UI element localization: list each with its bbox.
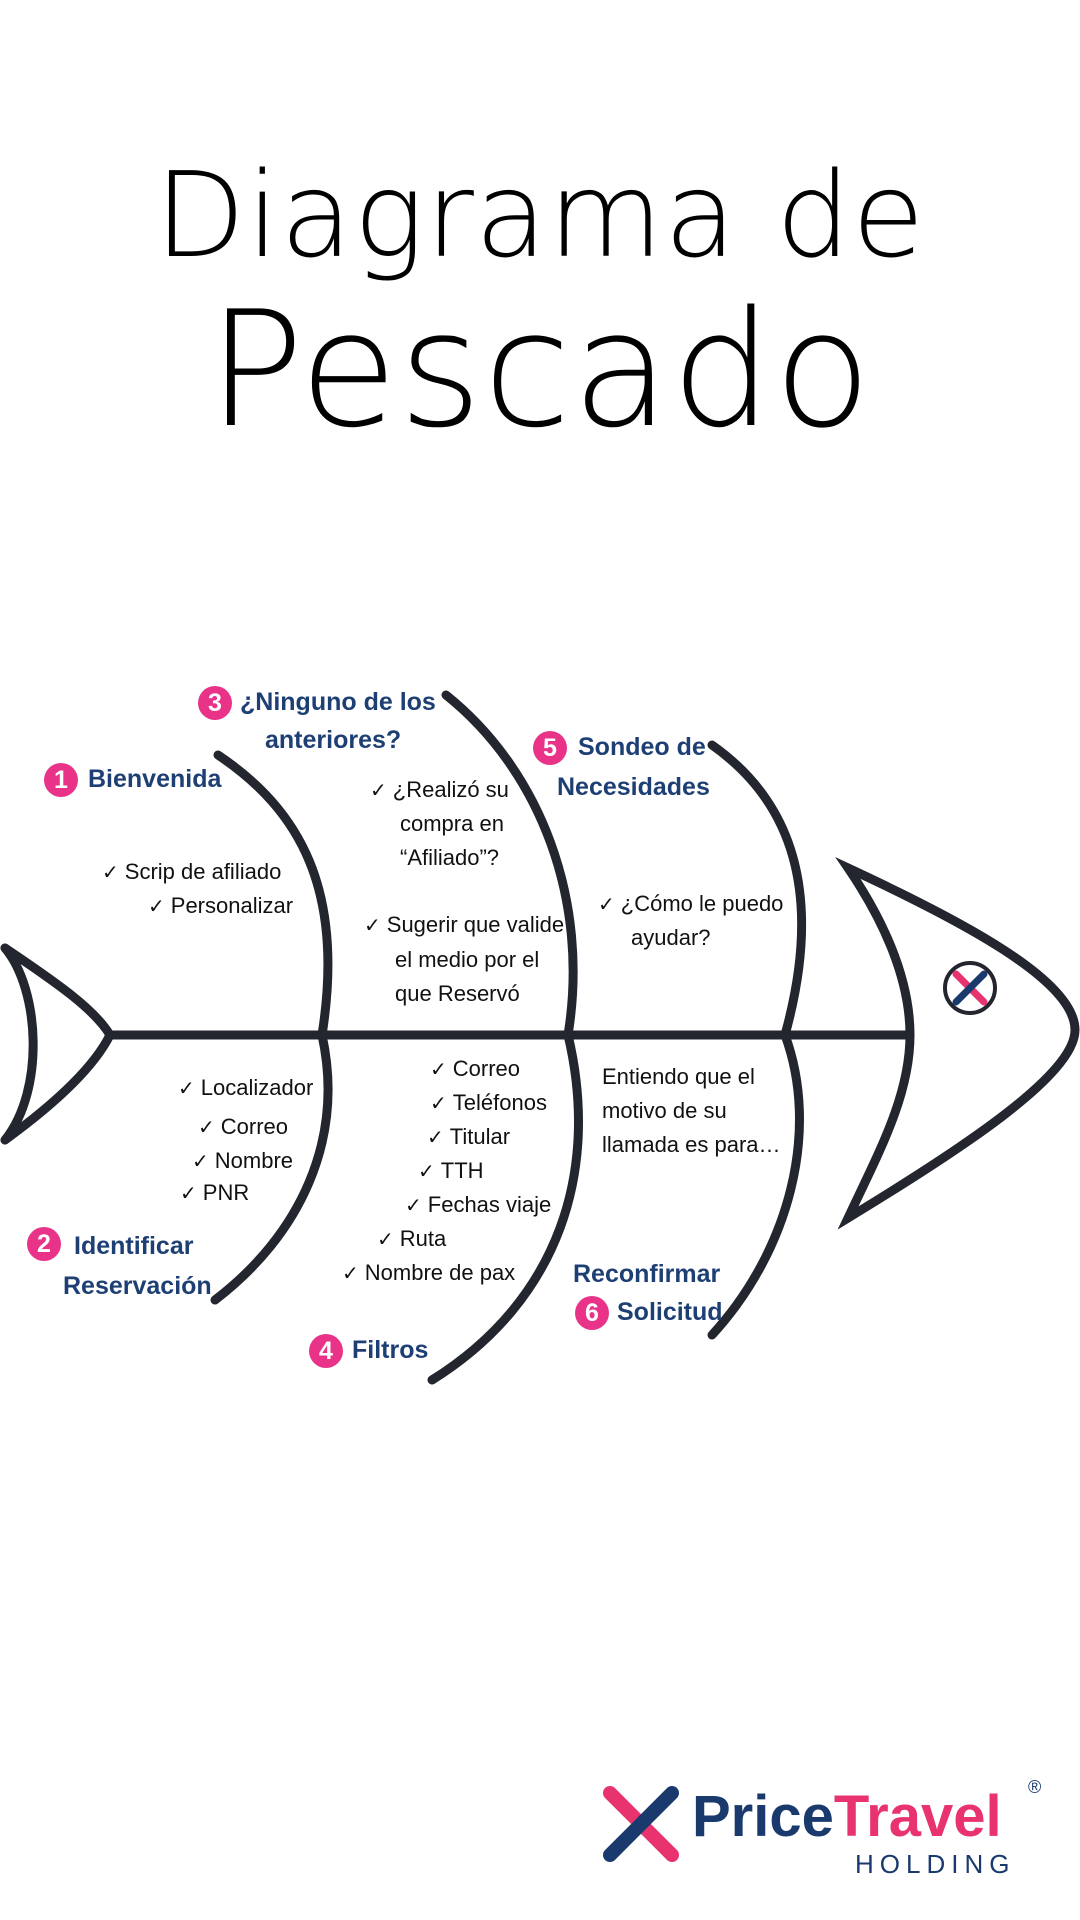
- list-item: ✓Fechas viaje: [405, 1192, 552, 1217]
- checkmark-icon: ✓: [430, 1093, 447, 1115]
- checkmark-icon: ✓: [427, 1127, 444, 1149]
- checkmark-icon: ✓: [364, 915, 381, 937]
- list-item: ✓Ruta: [377, 1226, 447, 1251]
- bone-1-upper: [213, 750, 333, 1040]
- list-item: ✓Personalizar: [148, 893, 294, 918]
- checkmark-icon: ✓: [370, 780, 387, 802]
- badge-6: 6: [575, 1296, 609, 1330]
- checkmark-icon: ✓: [198, 1117, 215, 1139]
- heading-4: Filtros: [352, 1336, 429, 1364]
- heading-6-line1: Reconfirmar: [573, 1260, 721, 1288]
- list-item: el medio por el: [395, 947, 540, 972]
- list-item: ayudar?: [631, 925, 711, 950]
- heading-3-line1: ¿Ninguno de los: [240, 688, 436, 716]
- list-item: ✓Correo: [430, 1056, 521, 1081]
- badge-5: 5: [533, 731, 567, 765]
- checkmark-icon: ✓: [148, 896, 165, 918]
- list-item: ✓Localizador: [178, 1075, 314, 1100]
- checkmark-icon: ✓: [102, 862, 119, 884]
- x-logo-icon: [943, 961, 997, 1015]
- list-item: ✓TTH: [418, 1158, 484, 1183]
- checkmark-icon: ✓: [192, 1151, 209, 1173]
- checkmark-icon: ✓: [342, 1263, 359, 1285]
- heading-6-line2: Solicitud: [617, 1298, 723, 1326]
- list-item: ✓PNR: [180, 1180, 250, 1205]
- list-item: Entiendo que el: [602, 1064, 755, 1089]
- bone-2-lower: [210, 1030, 333, 1305]
- logo-registered: ®: [1028, 1777, 1042, 1797]
- fish-head: [835, 857, 1080, 1230]
- page-title-line1: Diagrama de: [154, 146, 926, 284]
- badge-3: 3: [198, 686, 232, 720]
- list-item: ✓Sugerir que valide: [364, 912, 565, 937]
- list-item: ✓¿Cómo le puedo: [598, 891, 784, 916]
- heading-5-line2: Necesidades: [557, 773, 710, 801]
- list-item: motivo de su: [602, 1098, 727, 1123]
- list-item: ✓¿Realizó su: [370, 777, 509, 802]
- list-item: que Reservó: [395, 981, 520, 1006]
- checkmark-icon: ✓: [178, 1078, 195, 1100]
- logo-wordmark: PriceTravel: [692, 1784, 1002, 1849]
- list-item: “Afiliado”?: [400, 845, 500, 870]
- list-item: ✓Nombre de pax: [342, 1260, 516, 1285]
- bone-4-lower: [427, 1030, 583, 1385]
- checkmark-icon: ✓: [405, 1195, 422, 1217]
- checkmark-icon: ✓: [180, 1183, 197, 1205]
- heading-3-line2: anteriores?: [265, 726, 402, 754]
- checkmark-icon: ✓: [598, 894, 615, 916]
- list-item: ✓Titular: [427, 1124, 511, 1149]
- badge-2: 2: [27, 1227, 61, 1261]
- checkmark-icon: ✓: [377, 1229, 394, 1251]
- list-item: ✓Nombre: [192, 1148, 294, 1173]
- bone-6-lower: [707, 1030, 804, 1340]
- checkmark-icon: ✓: [418, 1161, 435, 1183]
- list-item: compra en: [400, 811, 504, 836]
- bone-3-upper: [441, 690, 578, 1040]
- list-item: ✓Correo: [198, 1114, 289, 1139]
- fish-tail-inner: [0, 943, 38, 1145]
- heading-1: Bienvenida: [88, 765, 222, 793]
- list-item: ✓Scrip de afiliado: [102, 859, 282, 884]
- bone-5-upper: [707, 740, 807, 1040]
- logo-x-icon: [603, 1786, 679, 1862]
- badge-1: 1: [44, 763, 78, 797]
- checkmark-icon: ✓: [430, 1059, 447, 1081]
- list-item: llamada es para…: [602, 1132, 781, 1157]
- heading-2-line1: Identificar: [74, 1232, 194, 1260]
- heading-2-line2: Reservación: [63, 1272, 212, 1300]
- logo-subtitle: HOLDING: [855, 1849, 1016, 1879]
- list-item: ✓Teléfonos: [430, 1090, 547, 1115]
- badge-4: 4: [309, 1334, 343, 1368]
- page-title-line2: Pescado: [207, 276, 873, 463]
- pricetravel-logo: PriceTravel ® HOLDING: [600, 1775, 1060, 1895]
- heading-5-line1: Sondeo de: [578, 733, 706, 761]
